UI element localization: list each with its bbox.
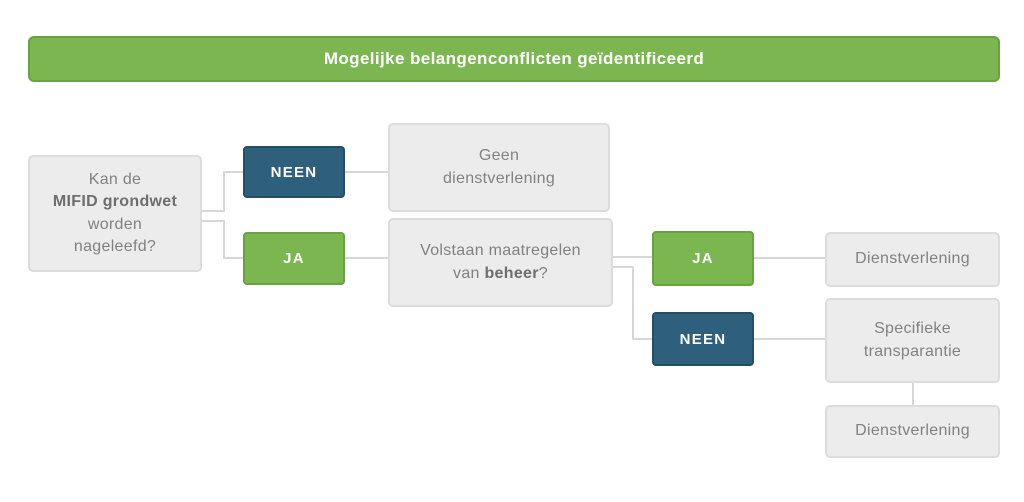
connector-question-to-ja1: [202, 220, 243, 259]
question-mifid-line2: MIFID grondwet: [52, 193, 178, 211]
transparantie-line2: transparantie: [863, 342, 962, 360]
question-beheer-line1: Volstaan maatregelen: [420, 242, 581, 260]
question-mifid-line4: nageleefd?: [73, 237, 157, 255]
node-question-beheer-text: Volstaan maatregelen van beheer?: [420, 240, 581, 285]
question-mifid-line1: Kan de: [88, 170, 142, 188]
question-beheer-line2-pre: van: [453, 264, 480, 282]
geen-line2: dienstverlening: [442, 169, 556, 187]
question-mifid-line3: worden: [87, 215, 143, 233]
banner-title-label: Mogelijke belangenconflicten geïdentific…: [323, 49, 705, 68]
decision-ja-2: JA: [652, 231, 754, 286]
node-question-mifid: Kan de MIFID grondwet worden nageleefd?: [28, 155, 202, 272]
question-beheer-line2-post: ?: [538, 264, 548, 282]
decision-ja-1: JA: [243, 232, 345, 285]
node-dienstverlening-top: Dienstverlening: [825, 232, 1000, 287]
transparantie-line1: Specifieke: [874, 320, 951, 338]
decision-ja-1-label: JA: [283, 250, 305, 267]
geen-line1: Geen: [478, 147, 520, 165]
decision-neen-2-label: NEEN: [679, 330, 727, 348]
dienstverlening-bottom-label: Dienstverlening: [855, 422, 970, 440]
connector-volstaan-to-neen2: [613, 266, 652, 340]
node-dienstverlening-bottom: Dienstverlening: [825, 405, 1000, 458]
decision-neen-1: NEEN: [243, 146, 345, 198]
node-question-mifid-text: Kan de MIFID grondwet worden nageleefd?: [53, 169, 177, 259]
node-specifieke-transparantie-text: Specifieke transparantie: [864, 318, 961, 363]
dienstverlening-top-label: Dienstverlening: [855, 250, 970, 268]
decision-neen-1-label: NEEN: [270, 163, 318, 181]
node-specifieke-transparantie: Specifieke transparantie: [825, 298, 1000, 383]
node-geen-dienstverlening-text: Geen dienstverlening: [443, 145, 555, 190]
decision-neen-2: NEEN: [652, 312, 754, 366]
banner-title: Mogelijke belangenconflicten geïdentific…: [28, 36, 1000, 82]
decision-ja-2-label: JA: [692, 250, 714, 267]
connector-question-to-neen1: [202, 171, 243, 212]
node-geen-dienstverlening: Geen dienstverlening: [388, 123, 610, 212]
question-beheer-line2-bold: beheer: [484, 264, 539, 282]
node-question-beheer: Volstaan maatregelen van beheer?: [388, 218, 613, 307]
